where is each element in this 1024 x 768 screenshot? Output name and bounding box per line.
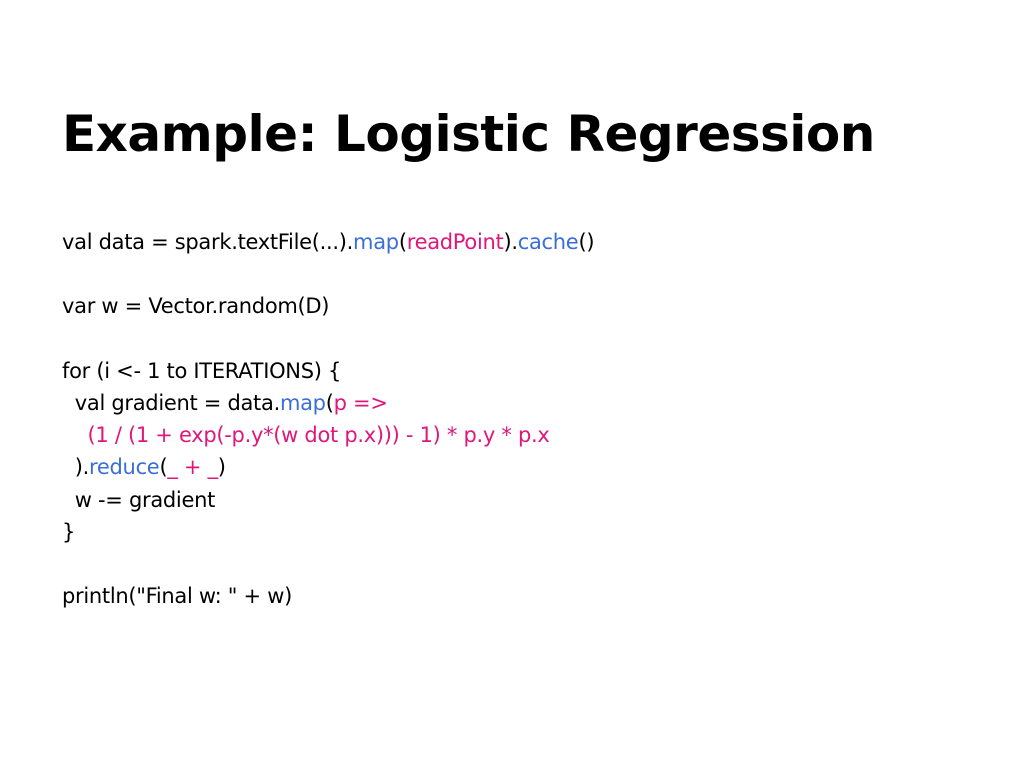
code-token-plain: ) — [217, 455, 226, 480]
code-token-method: cache — [517, 230, 579, 254]
code-line: val gradient = data.map(p => — [62, 387, 594, 419]
code-token-argument: readPoint — [406, 230, 504, 254]
code-token-plain: for (i <- 1 to ITERATIONS) { — [62, 358, 342, 383]
code-block: val data = spark.textFile(...).map(readP… — [62, 226, 595, 612]
code-token-plain: val data = spark.textFile(...). — [62, 230, 354, 254]
code-line: } — [62, 516, 594, 548]
code-token-plain: ( — [325, 390, 334, 415]
code-line: (1 / (1 + exp(-p.y*(w dot p.x))) - 1) * … — [62, 419, 594, 451]
code-blank-line — [62, 323, 594, 355]
code-token-method: reduce — [89, 455, 160, 480]
code-token-argument: (1 / (1 + exp(-p.y*(w dot p.x))) - 1) * … — [62, 423, 550, 448]
code-line: val data = spark.textFile(...).map(readP… — [62, 226, 595, 258]
code-token-method: map — [279, 390, 326, 415]
code-token-plain: val gradient = data. — [62, 390, 281, 415]
code-token-plain: ( — [398, 230, 407, 254]
code-token-plain: } — [62, 519, 76, 544]
code-token-plain: w -= gradient — [62, 487, 216, 512]
code-token-plain: () — [578, 230, 595, 254]
code-line: for (i <- 1 to ITERATIONS) { — [62, 355, 594, 387]
code-token-plain: println("Final w: " + w) — [62, 584, 292, 609]
code-token-argument: _ + _ — [167, 455, 218, 480]
code-token-argument: p => — [333, 390, 388, 415]
code-token-plain: ). — [62, 455, 90, 480]
code-line: w -= gradient — [62, 484, 594, 516]
code-token-plain: ). — [503, 230, 518, 254]
code-token-plain: ( — [159, 455, 168, 480]
slide-title: Example: Logistic Regression — [62, 105, 875, 163]
code-blank-line — [62, 258, 594, 290]
code-token-plain: var w = Vector.random(D) — [62, 294, 330, 319]
code-blank-line — [62, 548, 594, 580]
code-line: ).reduce(_ + _) — [62, 451, 594, 483]
code-line: var w = Vector.random(D) — [62, 290, 594, 322]
code-token-method: map — [353, 230, 399, 254]
code-line: println("Final w: " + w) — [62, 580, 594, 612]
